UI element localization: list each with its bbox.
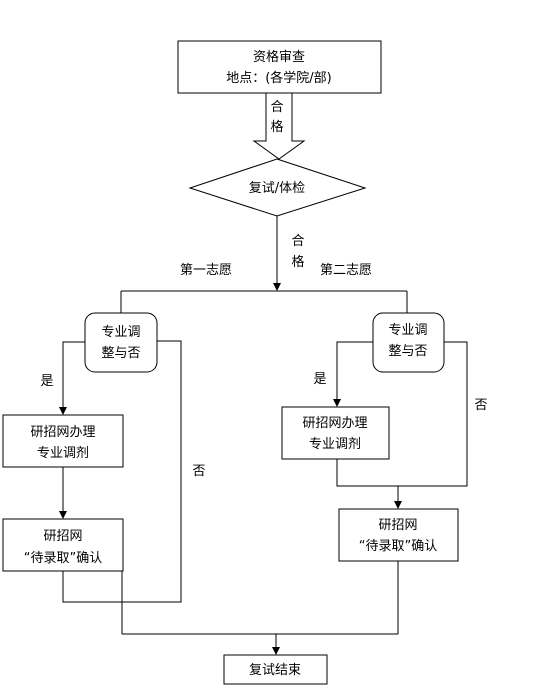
- pass-label-2b: 格: [291, 254, 304, 270]
- arrow-right-yes: [333, 341, 373, 407]
- yes-right-label: 是: [313, 372, 326, 387]
- retest-label: 复试/体检: [249, 181, 305, 196]
- review-line2: 地点：(各学院/部): [226, 70, 332, 86]
- end-box: 复试结束: [223, 654, 328, 685]
- handle-left-box: 研招网办理 专业调剂: [2, 414, 124, 468]
- adjust-left-line1: 专业调: [101, 325, 140, 340]
- confirm-left-line2: “待录取”确认: [24, 551, 102, 566]
- second-choice-label: 第二志愿: [320, 263, 372, 278]
- pass-label-1a: 合: [270, 100, 283, 115]
- handle-right-line1: 研招网办理: [302, 416, 367, 431]
- handle-left-line2: 专业调剂: [37, 446, 89, 461]
- big-down-arrow: [252, 93, 306, 160]
- handle-left-line1: 研招网办理: [30, 425, 95, 440]
- review-box: 资格审查 地点：(各学院/部): [177, 40, 382, 94]
- line-left-no: [62, 340, 182, 603]
- adjust-right-box: 专业调 整与否: [372, 312, 445, 373]
- handle-right-line2: 专业调剂: [309, 437, 361, 452]
- adjust-right-line2: 整与否: [388, 344, 427, 359]
- no-right-label: 否: [474, 398, 487, 413]
- line-right-no: [336, 341, 468, 487]
- pass-label-2a: 合: [291, 234, 304, 249]
- adjust-left-box: 专业调 整与否: [84, 312, 158, 373]
- end-label: 复试结束: [249, 663, 301, 678]
- retest-diamond: 复试/体检: [188, 158, 367, 217]
- arrow-left-yes: [59, 341, 85, 415]
- adjust-right-line1: 专业调: [388, 323, 427, 338]
- no-left-label: 否: [192, 464, 205, 479]
- handle-right-box: 研招网办理 专业调剂: [281, 406, 390, 460]
- adjust-left-line2: 整与否: [101, 346, 140, 361]
- confirm-right-box: 研招网 “待录取”确认: [338, 508, 459, 562]
- yes-left-label: 是: [40, 374, 53, 389]
- confirm-right-line2: “待录取”确认: [359, 539, 437, 554]
- confirm-left-box: 研招网 “待录取”确认: [2, 518, 124, 572]
- confirm-right-line1: 研招网: [378, 518, 417, 533]
- first-choice-label: 第一志愿: [180, 263, 232, 278]
- confirm-left-line1: 研招网: [43, 529, 82, 544]
- review-line1: 资格审查: [253, 49, 305, 65]
- pass-label-1b: 格: [270, 119, 283, 135]
